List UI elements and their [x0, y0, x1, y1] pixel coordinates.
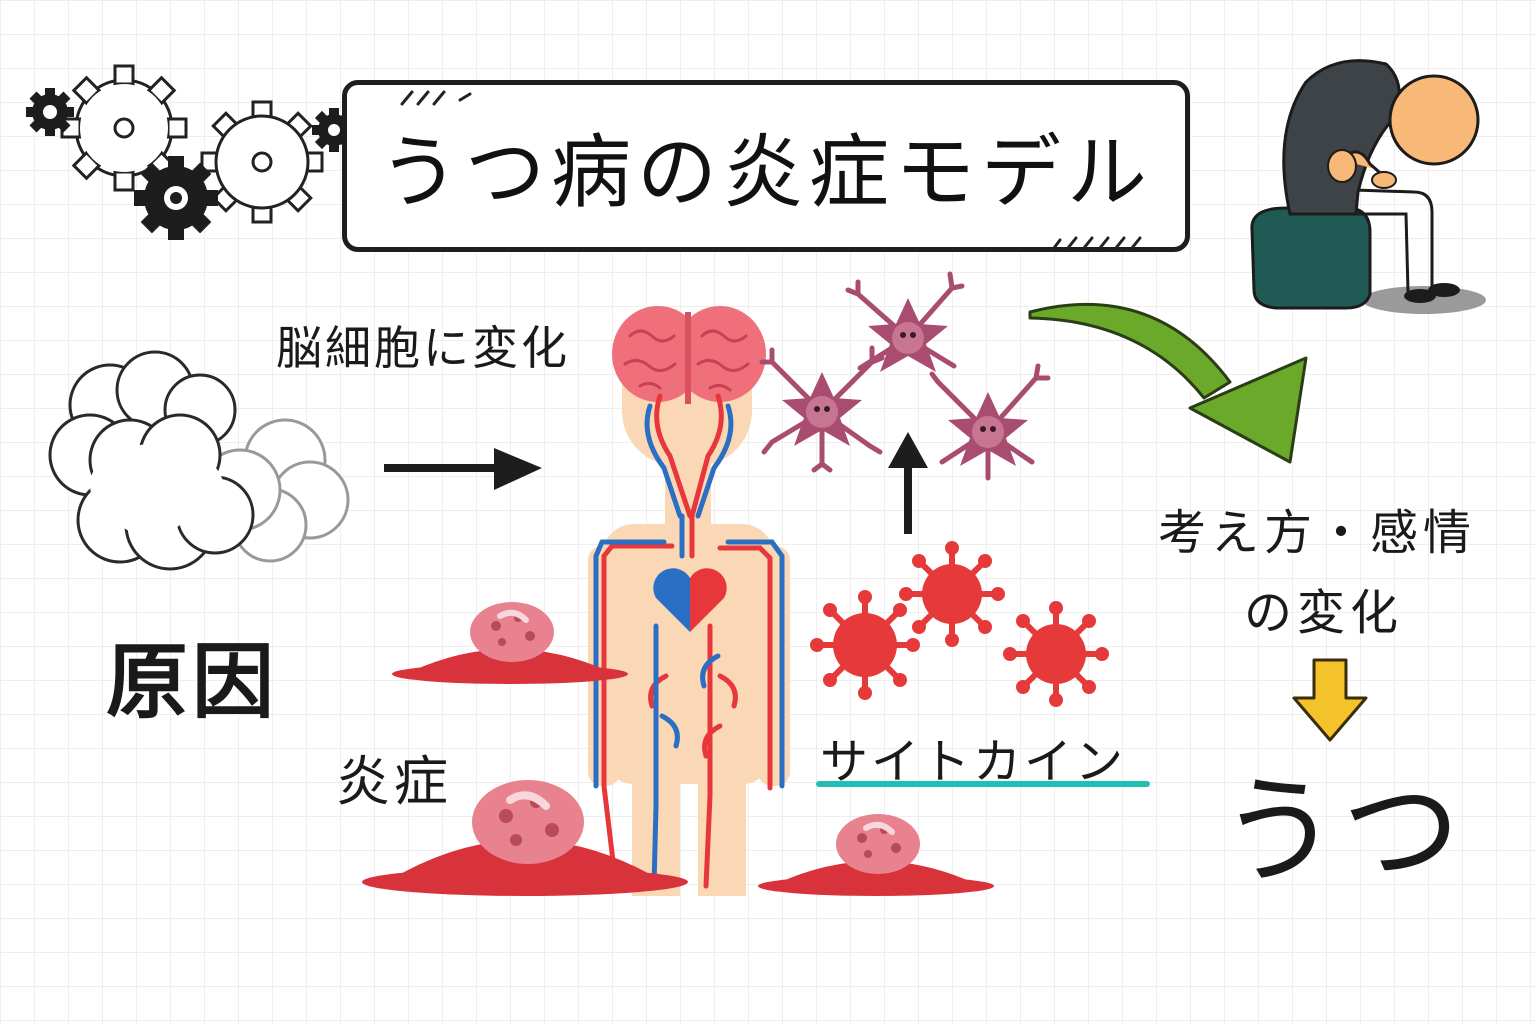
page-title: うつ病の炎症モデル	[379, 126, 1153, 219]
heart-icon	[653, 568, 727, 632]
gear-icon	[200, 100, 324, 224]
gear-icon	[60, 64, 188, 192]
cytokine-underline	[816, 781, 1150, 787]
title-hatch-top	[400, 90, 472, 106]
cytokine-virus-icon	[899, 541, 1005, 647]
microglia-icon	[929, 363, 1051, 481]
depressed-person-icon	[1250, 59, 1486, 314]
microglia-icon	[759, 345, 885, 473]
cytokine-label: サイトカイン	[820, 734, 1127, 790]
microglia-icon	[845, 271, 965, 372]
gear-icon	[26, 88, 74, 136]
arrow-up-icon	[888, 432, 928, 534]
brain-icon	[612, 306, 766, 404]
cytokine-virus-icon	[810, 590, 920, 700]
depression-label: うつ	[1220, 762, 1465, 900]
inflammation-mound-icon	[758, 814, 994, 896]
inflammation-mound-icon	[392, 602, 628, 684]
thought-change-label-line2: の変化	[1244, 585, 1404, 641]
cytokine-virus-group	[810, 541, 1109, 707]
gear-icon	[134, 156, 218, 240]
cytokine-virus-icon	[1003, 601, 1109, 707]
arrow-down-icon	[1292, 658, 1368, 742]
arrow-right-icon	[384, 448, 542, 490]
inflammation-mound-icon	[362, 780, 688, 896]
gears-illustration	[26, 64, 356, 240]
body-circulation-icon	[588, 306, 790, 896]
curved-arrow-icon	[1028, 302, 1308, 464]
microglia-group	[759, 271, 1051, 481]
inflammation-label: 炎症	[336, 750, 452, 813]
cloud-icon	[48, 350, 350, 571]
thought-change-label-line1: 考え方・感情	[1158, 505, 1477, 561]
cause-label: 原因	[106, 635, 279, 730]
title-hatch-bottom	[1052, 236, 1142, 250]
brain-change-label: 脳細胞に変化	[276, 321, 570, 375]
title-box: うつ病の炎症モデル	[342, 80, 1190, 252]
